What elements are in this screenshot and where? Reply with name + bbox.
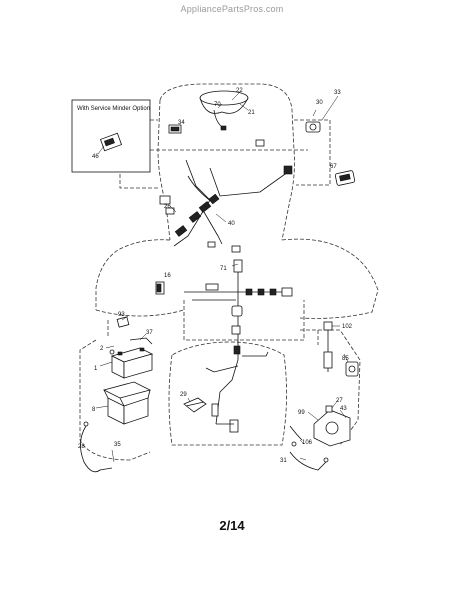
callout-40: 40 bbox=[228, 221, 235, 227]
starter-102 bbox=[323, 321, 359, 377]
callout-46: 46 bbox=[92, 154, 99, 160]
callout-43: 43 bbox=[340, 406, 347, 412]
leader-lines bbox=[95, 91, 349, 461]
dash-panel bbox=[199, 90, 249, 131]
watermark-text: AppliancePartsPros.com bbox=[180, 4, 284, 14]
callout-70: 70 bbox=[214, 102, 221, 108]
battery-tray-8 bbox=[102, 381, 152, 425]
callout-67: 67 bbox=[330, 164, 337, 170]
callout-93: 93 bbox=[118, 312, 125, 318]
callout-99: 99 bbox=[298, 410, 305, 416]
callout-37: 37 bbox=[146, 330, 153, 336]
option-box-title: With Service Minder Option bbox=[77, 106, 150, 112]
engine-component-43 bbox=[289, 405, 351, 447]
callout-102: 102 bbox=[342, 324, 353, 330]
page-number: 2/14 bbox=[219, 518, 245, 533]
callout-1: 1 bbox=[94, 366, 98, 372]
callout-21: 21 bbox=[248, 110, 255, 116]
callout-71: 71 bbox=[220, 266, 227, 272]
bracket-93 bbox=[116, 316, 130, 328]
callout-106: 106 bbox=[302, 440, 313, 446]
service-minder-option-box bbox=[71, 99, 151, 173]
callout-8: 8 bbox=[92, 407, 96, 413]
relay-16 bbox=[155, 281, 165, 295]
callout-16: 16 bbox=[164, 273, 171, 279]
fuse-holder-29 bbox=[183, 397, 207, 413]
ignition-switch-30 bbox=[305, 109, 321, 133]
callout-30: 30 bbox=[316, 100, 323, 106]
battery-1 bbox=[109, 337, 154, 379]
main-harness-40 bbox=[159, 139, 293, 253]
callout-2: 2 bbox=[100, 346, 104, 352]
callout-31: 31 bbox=[280, 458, 287, 464]
callout-34: 34 bbox=[178, 120, 185, 126]
callout-27: 27 bbox=[336, 398, 343, 404]
harness-71 bbox=[184, 259, 293, 433]
wire-31 bbox=[289, 451, 329, 471]
callout-29: 29 bbox=[180, 392, 187, 398]
ground-wire-28 bbox=[80, 421, 115, 473]
key-switch-34 bbox=[168, 124, 182, 134]
switch-67 bbox=[334, 170, 356, 186]
callout-28: 28 bbox=[78, 444, 85, 450]
callout-85: 85 bbox=[342, 356, 349, 362]
tractor-outline bbox=[79, 83, 379, 461]
callout-26: 26 bbox=[164, 204, 171, 210]
callout-35: 35 bbox=[114, 442, 121, 448]
callout-22: 22 bbox=[236, 88, 243, 94]
callout-33: 33 bbox=[334, 90, 341, 96]
